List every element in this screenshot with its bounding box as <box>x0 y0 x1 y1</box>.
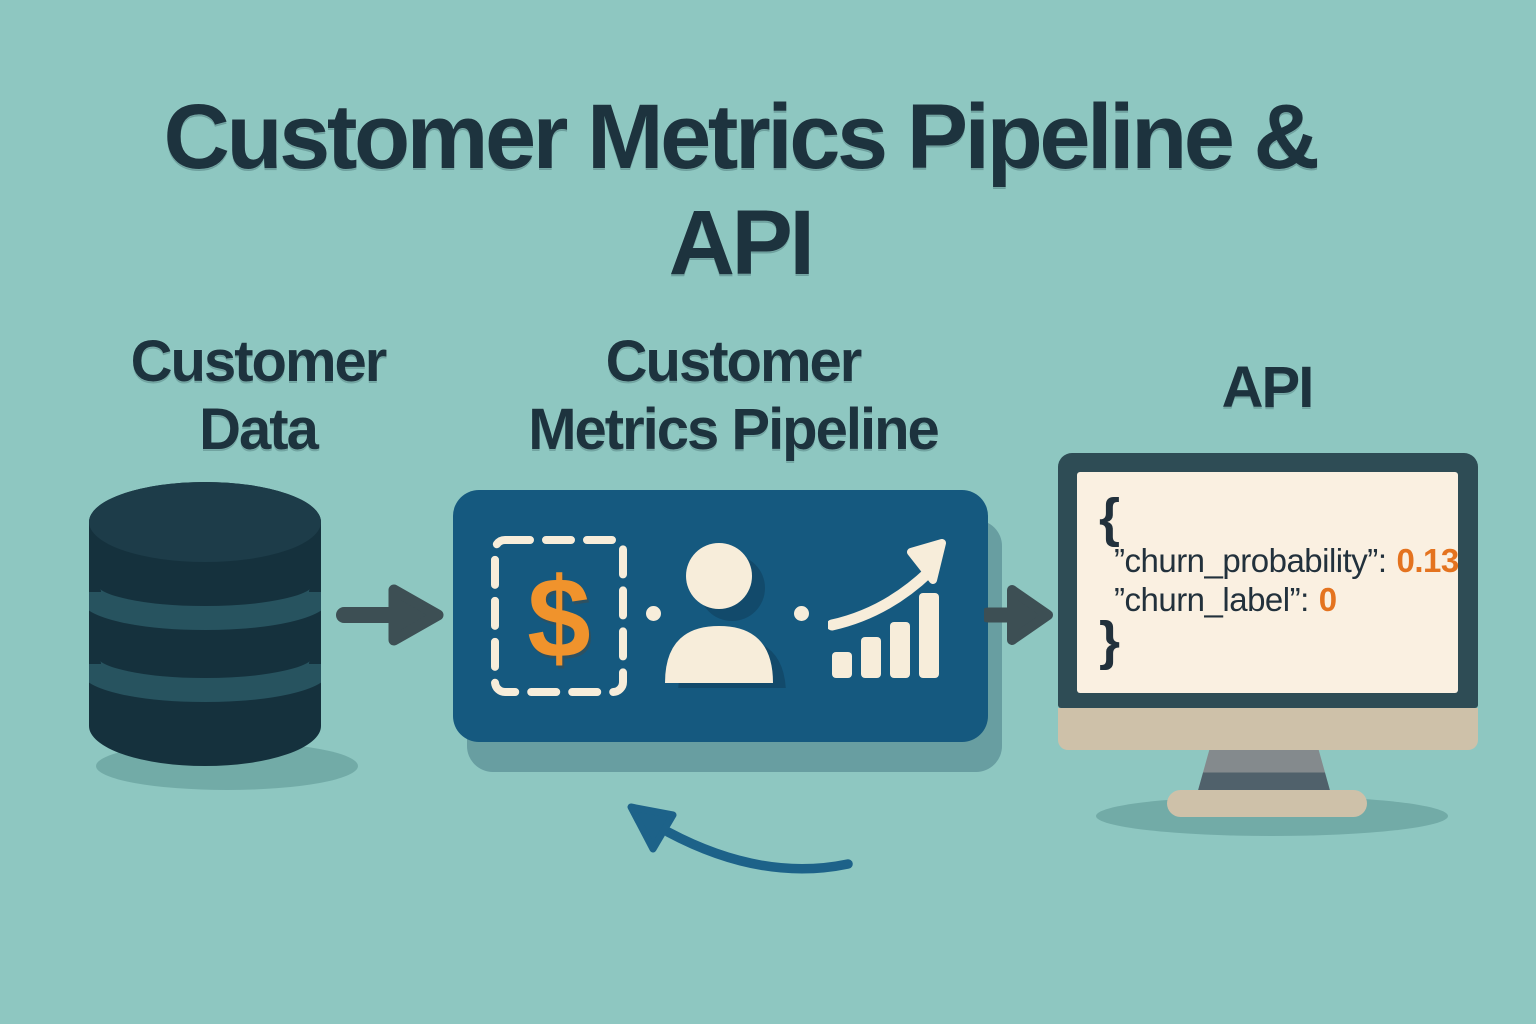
database-label-line1: Customer <box>130 329 388 394</box>
code-line: ”churn_label”:0 <box>1099 580 1458 619</box>
database-label-line2: Data <box>199 397 319 462</box>
title-line1: Customer Metrics Pipeline & <box>163 86 1320 188</box>
pipeline-label-line2: Metrics Pipeline <box>528 397 940 462</box>
api-label: API <box>1221 355 1315 420</box>
title-line2: API <box>668 192 815 294</box>
monitor-stand <box>1197 746 1331 794</box>
separator-dot <box>794 606 809 621</box>
json-key: ”churn_probability” <box>1114 542 1378 579</box>
revenue-feature-frame: $ <box>490 535 628 697</box>
monitor-screen: { ”churn_probability”:0.13 ”churn_label”… <box>1077 472 1458 693</box>
database-icon <box>89 482 321 766</box>
close-brace: } <box>1099 611 1121 671</box>
monitor-chin <box>1058 708 1478 750</box>
pipeline-label: Customer Metrics Pipeline <box>448 328 1018 464</box>
database-label: Customer Data <box>58 328 458 464</box>
json-key: ”churn_label” <box>1114 581 1301 618</box>
growth-chart-icon <box>828 539 946 678</box>
separator-dot <box>646 606 661 621</box>
pipeline-label-line1: Customer <box>605 329 863 394</box>
json-value: 0.13 <box>1396 542 1458 579</box>
page-title: Customer Metrics Pipeline & API <box>0 84 1480 296</box>
json-response: { ”churn_probability”:0.13 ”churn_label”… <box>1077 472 1458 671</box>
json-value: 0 <box>1318 581 1337 618</box>
code-line: ”churn_probability”:0.13 <box>1099 541 1458 580</box>
json-colon: : <box>1377 542 1387 579</box>
person-icon <box>665 543 786 688</box>
arrow-right-icon <box>336 584 444 646</box>
pipeline-box: $ <box>453 490 988 742</box>
api-monitor: { ”churn_probability”:0.13 ”churn_label”… <box>1058 453 1478 708</box>
open-brace: { <box>1099 488 1121 548</box>
dashed-frame-icon <box>491 536 627 696</box>
json-colon: : <box>1300 581 1309 618</box>
arrow-right-icon <box>984 585 1053 645</box>
monitor-base <box>1167 790 1367 817</box>
curved-arrow-icon <box>627 803 853 874</box>
dollar-icon: $ <box>527 554 591 682</box>
